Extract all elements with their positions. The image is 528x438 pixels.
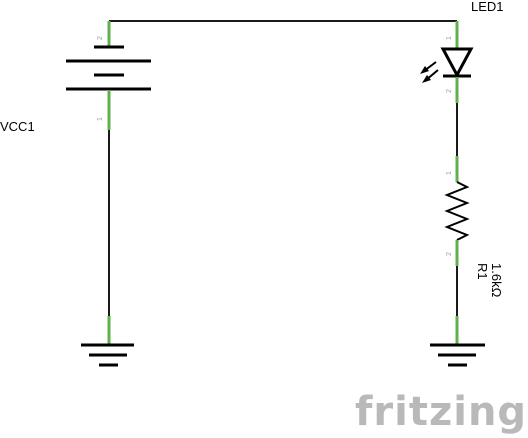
resistor-label: R1 [475, 263, 490, 280]
ground-symbol-left [81, 343, 134, 367]
led-label: LED1 [471, 0, 504, 14]
ground-symbol-right [430, 343, 485, 367]
vcc-pin-1-number: 1 [97, 117, 104, 121]
vcc-label: VCC1 [0, 119, 35, 134]
resistor[interactable]: 1 2 R1 1.6kΩ [444, 156, 504, 298]
led-diode-triangle [440, 47, 474, 79]
vcc-pin-2-number: 2 [97, 36, 104, 40]
resistor-pin-2-number: 2 [446, 252, 453, 256]
resistor-pin-1-number: 1 [446, 171, 453, 175]
led-pin-2-number: 2 [446, 89, 453, 93]
resistor-zigzag [444, 181, 470, 241]
led-arrow-2-head [422, 75, 431, 83]
led-arrow-1-head [420, 66, 429, 74]
resistor-value: 1.6kΩ [489, 263, 504, 298]
led-light-arrows-icon [420, 61, 439, 83]
vcc-battery[interactable]: 2 1 VCC1 [0, 21, 151, 134]
led-pin-1-number: 1 [446, 36, 453, 40]
led[interactable]: LED1 1 2 [420, 0, 504, 103]
fritzing-watermark: fritzing [355, 389, 527, 435]
